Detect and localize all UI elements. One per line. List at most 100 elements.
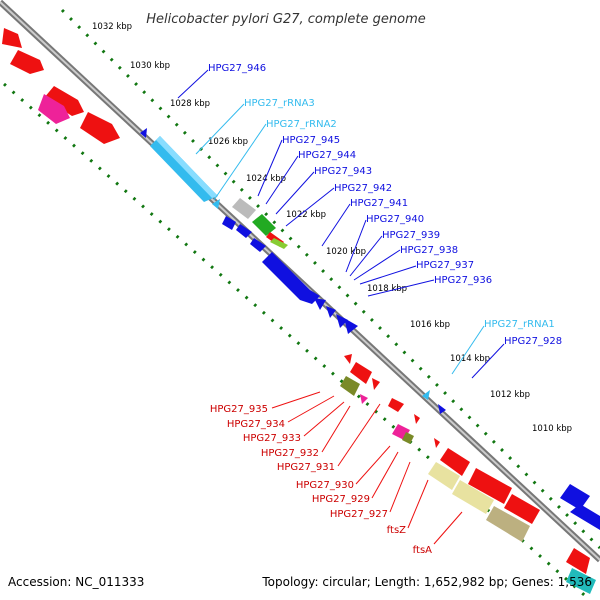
- leader-line: [345, 219, 367, 273]
- tick-label: 1010 kbp: [532, 424, 572, 434]
- gene-label: HPG27_936: [434, 275, 492, 286]
- tick-label: 1012 kbp: [490, 390, 530, 400]
- gene-arrow: [336, 314, 348, 328]
- leader-line: [271, 391, 321, 409]
- leader-line: [367, 279, 435, 297]
- gene-feature: [350, 362, 372, 384]
- tick-labels: 1032 kbp 1030 kbp 1028 kbp 1026 kbp 1024…: [92, 22, 572, 434]
- gene-arrow: [422, 390, 430, 400]
- gene-label: HPG27_940: [366, 214, 424, 225]
- gene-arrow: [140, 128, 147, 138]
- gene-feature: [2, 28, 22, 48]
- gene-feature: [250, 238, 266, 252]
- leader-line: [389, 461, 411, 513]
- gene-arrow: [414, 414, 420, 424]
- gene-feature: [222, 216, 236, 230]
- gene-feature: [566, 548, 590, 574]
- leader-line: [349, 235, 383, 277]
- leader-line: [275, 171, 315, 215]
- gene-feature: [44, 86, 84, 116]
- gene-feature: [270, 238, 288, 249]
- gene-label: HPG27_938: [400, 245, 458, 256]
- gene-arrow: [434, 438, 440, 448]
- gene-label: HPG27_932: [261, 448, 319, 459]
- gene-label: ftsZ: [387, 525, 406, 536]
- tick-label: 1028 kbp: [170, 99, 210, 109]
- gene-arrow: [212, 199, 220, 209]
- leader-line: [213, 123, 267, 201]
- gene-feature: [570, 504, 600, 530]
- minus-strand-features: [2, 28, 596, 594]
- gene-label: HPG27_rRNA1: [484, 319, 555, 330]
- leader-line: [471, 343, 505, 379]
- tick-label: 1020 kbp: [326, 247, 366, 257]
- gene-label: HPG27_928: [504, 336, 562, 347]
- gene-feature: [388, 398, 404, 412]
- gene-label: HPG27_946: [208, 63, 266, 74]
- leader-line: [287, 395, 335, 423]
- leader-line: [257, 139, 283, 197]
- gene-feature: [80, 112, 120, 144]
- gene-feature: [452, 480, 494, 514]
- accession-text: Accession: NC_011333: [8, 575, 144, 589]
- leader-line: [353, 249, 401, 281]
- minus-label-leaders: [271, 391, 463, 545]
- gene-arrow: [344, 354, 352, 364]
- gene-label: HPG27_930: [296, 480, 354, 491]
- gene-label: HPG27_942: [334, 183, 392, 194]
- plus-label-leaders: [177, 69, 505, 379]
- leader-line: [321, 405, 351, 453]
- leader-line: [371, 451, 399, 499]
- leader-line: [407, 479, 429, 529]
- map-title: Helicobacter pylori G27, complete genome: [146, 12, 425, 27]
- gene-label: HPG27_937: [416, 260, 474, 271]
- gene-label: HPG27_931: [277, 462, 335, 473]
- leader-line: [433, 511, 463, 545]
- leader-line: [359, 265, 417, 285]
- leader-line: [355, 445, 391, 485]
- tick-lines: [3, 8, 600, 600]
- plus-gene-labels: HPG27_946 HPG27_rRNA3 HPG27_rRNA2 HPG27_…: [208, 63, 562, 347]
- leader-line: [177, 69, 209, 99]
- gene-label: ftsA: [413, 545, 432, 556]
- tick-label: 1014 kbp: [450, 354, 490, 364]
- gene-label: HPG27_943: [314, 166, 372, 177]
- gene-feature: [236, 224, 252, 238]
- leader-line: [303, 401, 345, 437]
- gene-arrow: [372, 378, 380, 390]
- leader-line: [265, 155, 299, 205]
- gene-label: HPG27_929: [312, 494, 370, 505]
- leader-line: [337, 403, 381, 467]
- gene-feature: [428, 462, 460, 490]
- leader-line: [321, 203, 351, 247]
- gene-feature: [10, 50, 44, 74]
- tick-label: 1032 kbp: [92, 22, 132, 32]
- gene-label: HPG27_939: [382, 230, 440, 241]
- outer-tick-line: [60, 8, 600, 550]
- gene-arrow: [314, 298, 326, 310]
- gene-feature: [262, 252, 320, 304]
- tick-label: 1030 kbp: [130, 61, 170, 71]
- gene-arrow: [438, 404, 446, 414]
- leader-line: [285, 187, 335, 227]
- gene-feature: [504, 494, 540, 524]
- gene-feature: [232, 198, 256, 219]
- tick-label: 1024 kbp: [246, 174, 286, 184]
- gene-label: HPG27_927: [330, 509, 388, 520]
- gene-feature: [360, 394, 368, 404]
- gene-feature: [340, 376, 360, 396]
- leader-line: [451, 325, 485, 375]
- gene-feature: [566, 568, 596, 594]
- gene-feature: [402, 432, 414, 444]
- gene-label: HPG27_rRNA2: [266, 119, 337, 130]
- gene-label: HPG27_rRNA3: [244, 98, 315, 109]
- gene-label: HPG27_941: [350, 198, 408, 209]
- gene-label: HPG27_945: [282, 135, 340, 146]
- gene-label: HPG27_934: [227, 419, 285, 430]
- topology-text: Topology: circular; Length: 1,652,982 bp…: [261, 575, 592, 589]
- plus-strand-features: [140, 128, 600, 530]
- gene-feature: [38, 94, 70, 124]
- gene-label: HPG27_935: [210, 404, 268, 415]
